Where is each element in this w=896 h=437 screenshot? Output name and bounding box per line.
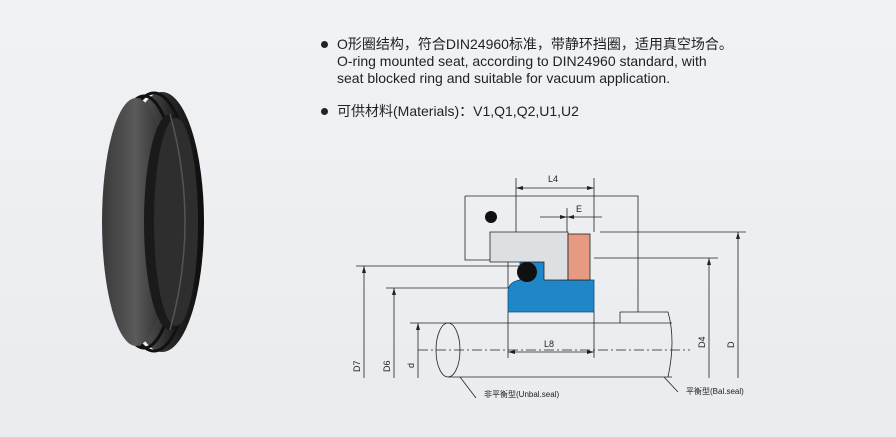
stationary-seat xyxy=(507,261,595,313)
dim-label-d: d xyxy=(406,363,416,368)
dim-label-D7: D7 xyxy=(352,360,362,372)
dim-label-L8: L8 xyxy=(544,339,554,349)
feature-text-en-1: O-ring mounted seat, according to DIN249… xyxy=(337,53,707,69)
bullet-dot xyxy=(321,108,328,115)
oring-seat xyxy=(517,262,537,282)
dim-label-L4: L4 xyxy=(548,174,558,184)
feature-list: O形圈结构，符合DIN24960标准，带静环挡圈，适用真空场合。 O-ring … xyxy=(318,36,878,120)
dim-label-D: D xyxy=(726,341,736,348)
seal-ring-photo xyxy=(102,91,204,353)
dim-label-D6: D6 xyxy=(382,360,392,372)
materials-text: 可供材料(Materials)：V1,Q1,Q2,U1,U2 xyxy=(337,103,579,119)
seat-blocked-ring xyxy=(567,233,591,281)
materials-bullet: 可供材料(Materials)：V1,Q1,Q2,U1,U2 xyxy=(318,103,878,120)
oring-top xyxy=(485,211,497,223)
note-unbalanced-seal: 非平衡型(Unbal.seal) xyxy=(484,389,559,399)
rotating-face xyxy=(489,231,569,281)
dim-label-D4: D4 xyxy=(697,336,707,348)
dim-label-E: E xyxy=(576,204,582,214)
feature-bullet: O形圈结构，符合DIN24960标准，带静环挡圈，适用真空场合。 O-ring … xyxy=(318,36,878,87)
bullet-dot xyxy=(321,41,328,48)
feature-text-zh: O形圈结构，符合DIN24960标准，带静环挡圈，适用真空场合。 xyxy=(337,36,733,52)
note-balanced-seal: 平衡型(Bal.seal) xyxy=(686,386,744,396)
feature-text-en-2: seat blocked ring and suitable for vacuu… xyxy=(337,70,671,86)
